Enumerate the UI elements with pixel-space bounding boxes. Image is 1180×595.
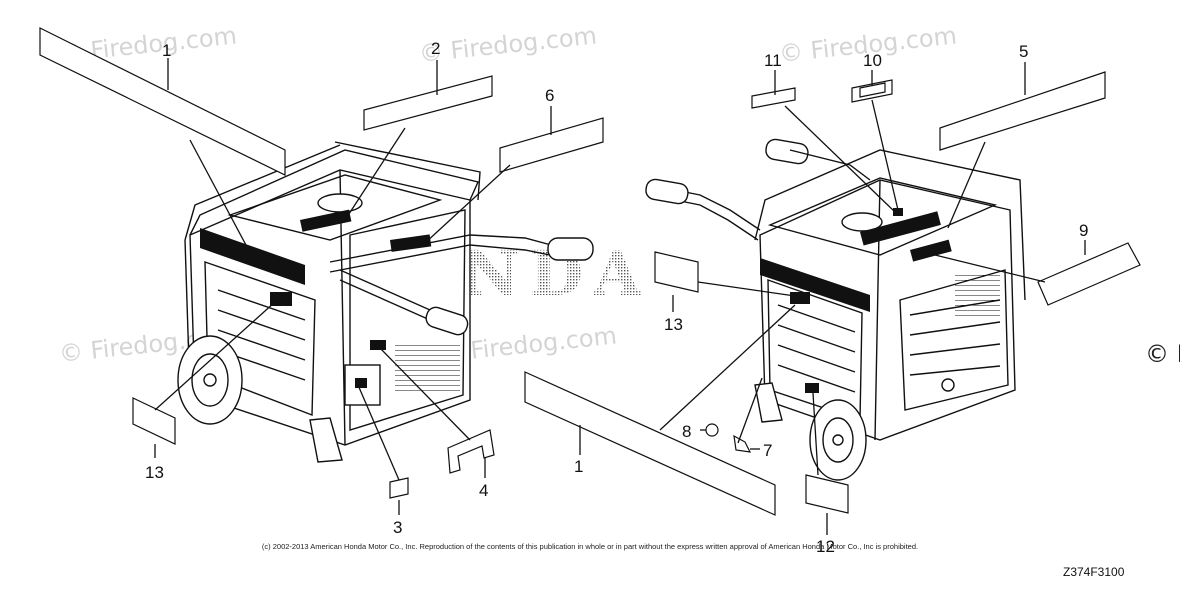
leader-lines [154,58,1086,535]
callout-6: 6 [545,86,554,105]
callout-7: 7 [763,441,772,460]
callout-11: 11 [764,51,782,70]
label-part-13-mid [654,251,699,293]
label-part-3 [389,477,409,499]
callout-12: 12 [816,537,835,556]
watermark-text: © F [1145,340,1180,368]
diagram-part-number: Z374F3100 [1063,565,1125,579]
callout-13-left: 13 [145,463,164,482]
callout-2: 2 [431,39,440,58]
label-part-10-inner [859,82,886,98]
callout-9: 9 [1079,221,1088,240]
label-part-11 [751,87,796,109]
left-generator-illustration [177,141,594,463]
label-part-1-mid [524,371,776,516]
callout-10: 10 [863,51,882,70]
label-part-4 [447,429,495,474]
callout-13-mid: 13 [664,315,683,334]
callout-3: 3 [393,518,402,537]
label-part-13-left [132,397,176,445]
copyright-notice: (c) 2002-2013 American Honda Motor Co., … [261,542,919,551]
label-part-2 [363,75,493,131]
right-generator-illustration [645,138,1026,481]
callout-8: 8 [682,422,691,441]
label-part-5 [939,71,1106,151]
label-part-8 [705,423,719,437]
label-part-7 [733,434,752,453]
label-part-9 [1037,242,1141,306]
callout-1-left: 1 [162,41,171,60]
label-part-6 [499,117,604,173]
label-part-12 [805,474,849,514]
callout-5: 5 [1019,42,1028,61]
watermark-text: © Firedog.com [418,21,598,68]
callout-4: 4 [479,481,488,500]
callout-1-mid: 1 [574,457,583,476]
label-part-1-left [39,27,286,176]
